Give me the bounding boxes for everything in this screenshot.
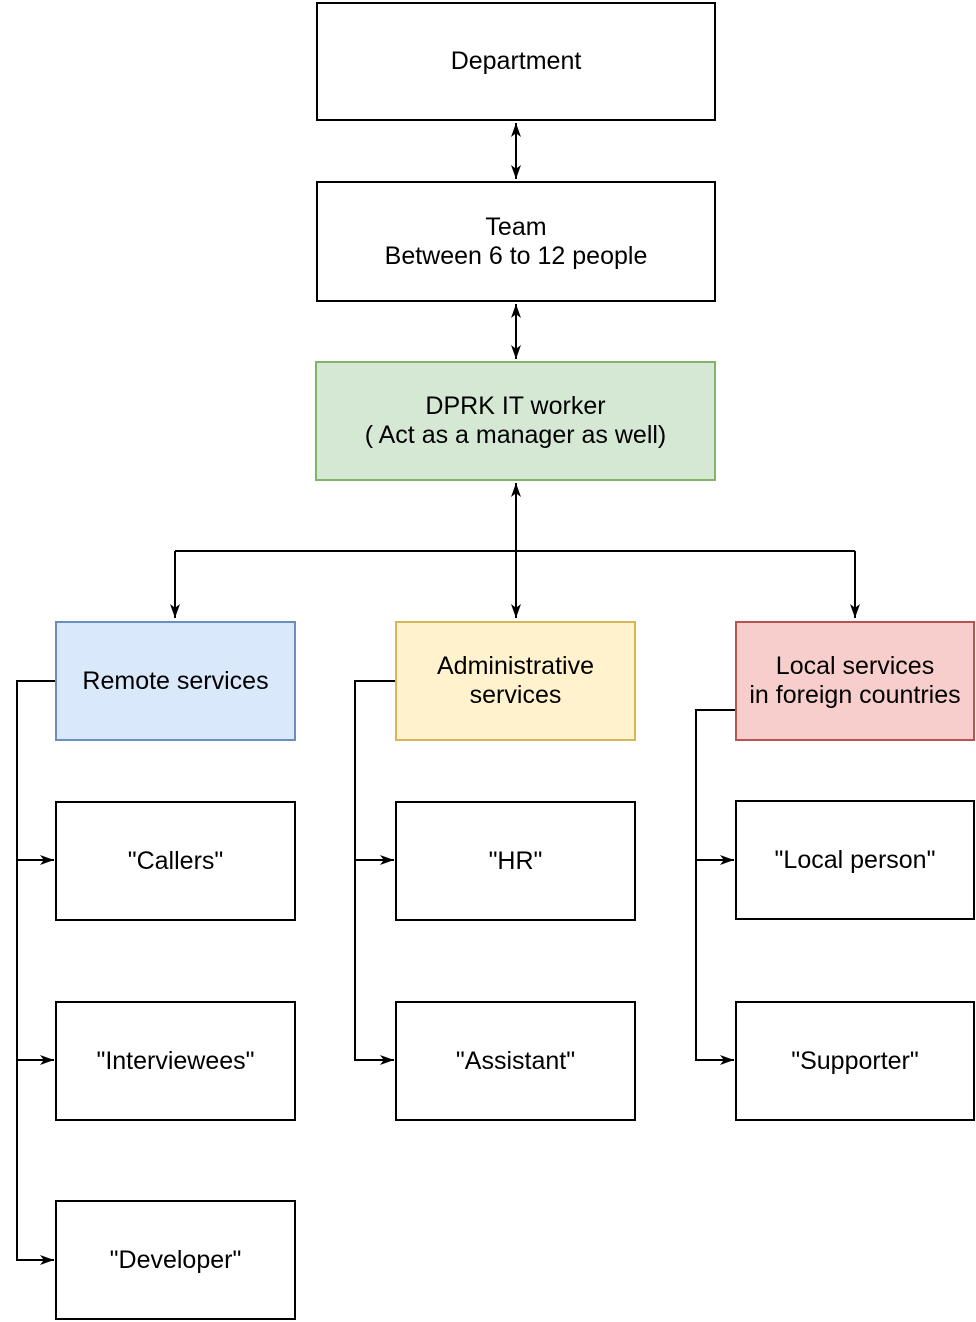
edge-local-supporter [695, 709, 735, 1065]
node-department: Department [316, 2, 716, 121]
node-label-line: Remote services [82, 666, 269, 695]
node-label-line: "Supporter" [791, 1046, 919, 1075]
node-administrative-services: Administrative services [395, 621, 636, 741]
node-supporter: "Supporter" [735, 1001, 975, 1121]
node-label-line: DPRK IT worker [425, 392, 606, 420]
node-label-line: Local services [775, 652, 935, 680]
node-assistant: "Assistant" [395, 1001, 636, 1121]
node-label-line: "Interviewees" [96, 1046, 255, 1075]
node-team: Team Between 6 to 12 people [316, 181, 716, 302]
node-hr: "HR" [395, 801, 636, 921]
node-interviewees: "Interviewees" [55, 1001, 296, 1121]
node-label-line: ( Act as a manager as well) [364, 421, 667, 449]
node-label-line: Between 6 to 12 people [384, 241, 648, 270]
node-label-line: "Local person" [774, 845, 936, 874]
node-local-services: Local services in foreign countries [735, 621, 975, 741]
node-label-line: services [469, 681, 562, 709]
edge-admin-assistant [354, 680, 395, 1065]
node-callers: "Callers" [55, 801, 296, 921]
node-local-person: "Local person" [735, 800, 975, 920]
node-label-line: Department [450, 47, 582, 75]
node-label-line: in foreign countries [749, 681, 961, 709]
node-dprk-it-worker: DPRK IT worker ( Act as a manager as wel… [315, 361, 716, 481]
node-label-line: Administrative [437, 652, 594, 680]
node-label-line: "HR" [488, 846, 543, 875]
node-label-line: "Assistant" [455, 1046, 576, 1075]
node-remote-services: Remote services [55, 621, 296, 741]
node-label-line: Team [485, 212, 547, 241]
node-label-line: "Developer" [109, 1245, 242, 1274]
node-developer: "Developer" [55, 1200, 296, 1320]
edge-remote-developer [16, 680, 55, 1265]
node-label-line: "Callers" [127, 846, 224, 875]
